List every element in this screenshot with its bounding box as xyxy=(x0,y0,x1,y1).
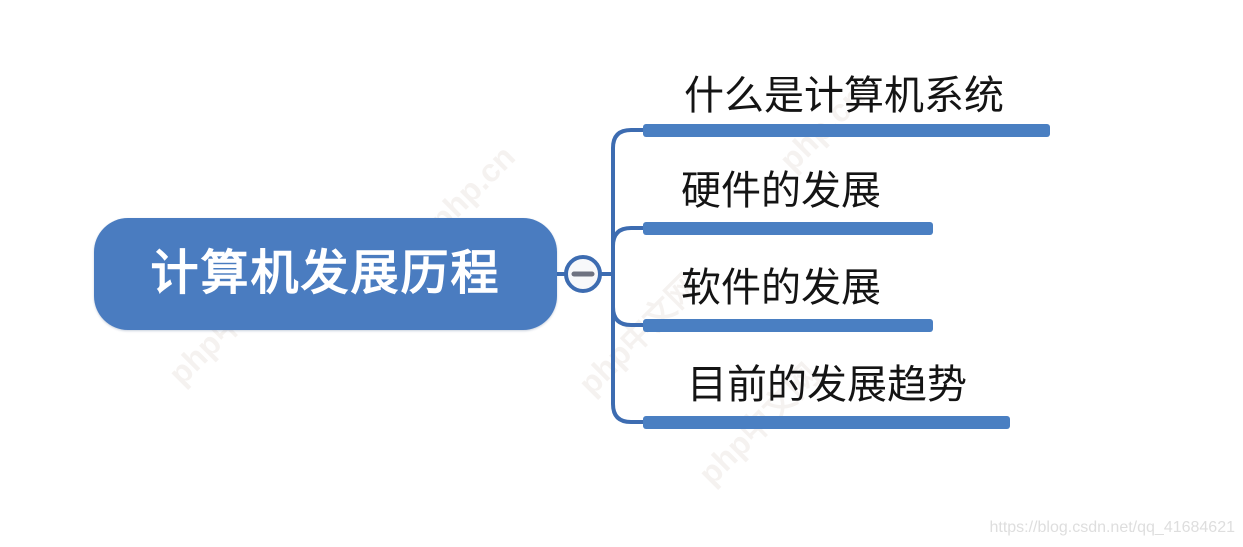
branch-topic-1[interactable]: 什么是计算机系统 xyxy=(684,74,1004,118)
branch-connector-1 xyxy=(611,128,647,276)
branch-connector-4 xyxy=(611,272,647,424)
branch-underline-bar[interactable] xyxy=(643,319,933,332)
branch-topic-3[interactable]: 软件的发展 xyxy=(681,266,881,310)
branch-topic-4[interactable]: 目前的发展趋势 xyxy=(687,363,967,407)
branch-underline-bar[interactable] xyxy=(643,124,1050,137)
branch-connector-3 xyxy=(611,272,647,327)
branch-underline-bar[interactable] xyxy=(643,416,1010,429)
branch-underline-bar[interactable] xyxy=(643,222,933,235)
collapse-button[interactable] xyxy=(564,255,602,293)
branch-topic-2[interactable]: 硬件的发展 xyxy=(681,169,881,213)
root-topic-label: 计算机发展历程 xyxy=(150,247,501,300)
root-topic-node[interactable]: 计算机发展历程 xyxy=(94,218,557,330)
branch-connector-2 xyxy=(611,226,647,276)
url-watermark: https://blog.csdn.net/qq_41684621 xyxy=(989,519,1235,536)
